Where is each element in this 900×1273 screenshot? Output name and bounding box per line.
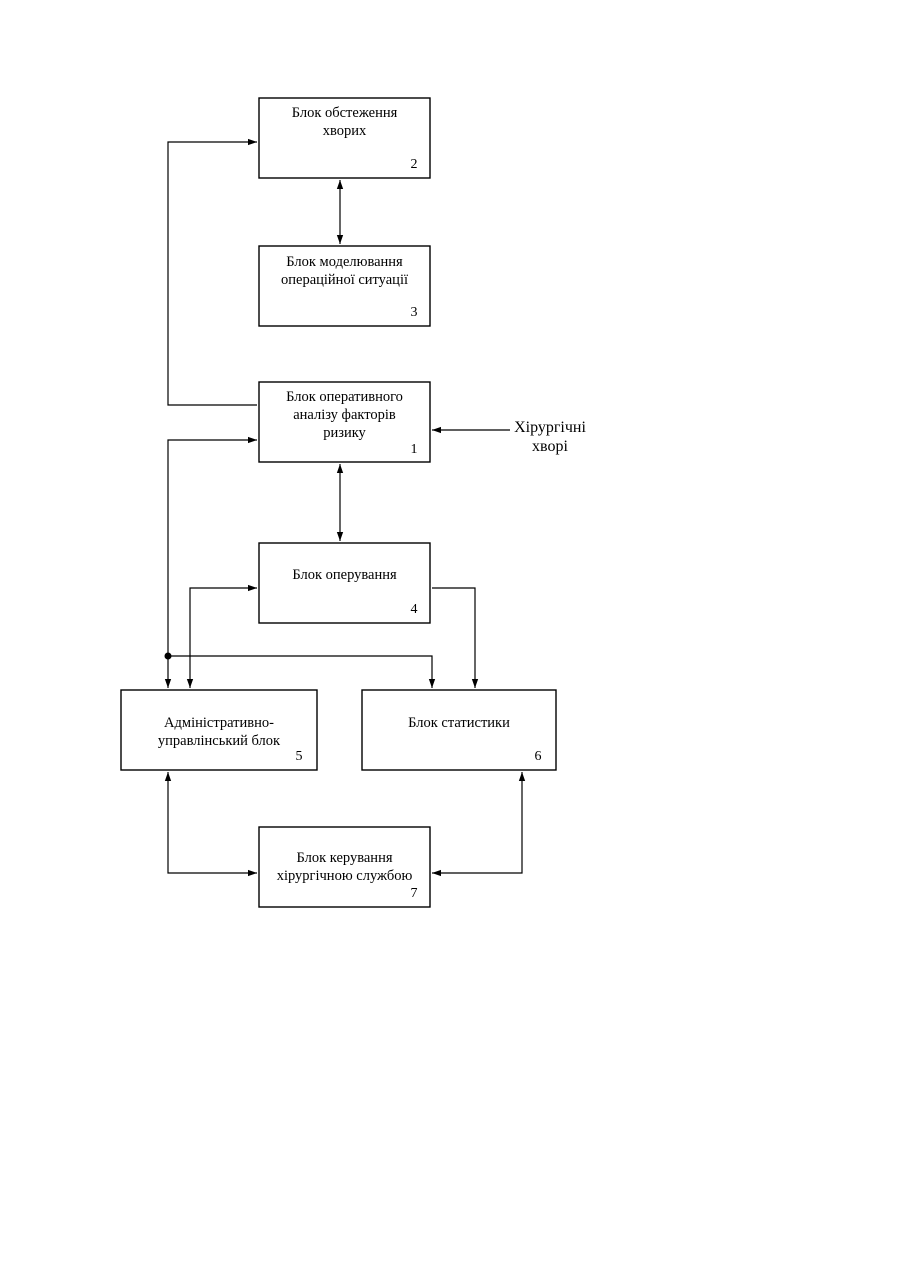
block-7-label-line1: Блок керування — [297, 850, 393, 866]
block-2-label-line2: хворих — [323, 123, 367, 139]
block-4-label-line1: Блок оперування — [292, 567, 397, 583]
arrow-bus-to-block1 — [168, 440, 257, 656]
block-operation-modeling: Блок моделювання операційної ситуації 3 — [259, 246, 430, 326]
block-patient-examination: Блок обстеження хворих 2 — [259, 98, 430, 178]
block-7-label-line2: хірургічною службою — [277, 868, 413, 884]
block-4-number: 4 — [411, 602, 418, 617]
block-5-label-line2: управлінський блок — [158, 733, 281, 749]
block-7-number: 7 — [411, 886, 418, 901]
external-input-label: Хірургічні хворі — [514, 419, 586, 455]
block-operating: Блок оперування 4 — [259, 543, 430, 623]
external-input-line2: хворі — [532, 438, 568, 455]
block-administrative: Адміністративно- управлінський блок 5 — [121, 690, 317, 770]
junction-dot — [165, 653, 172, 660]
block-5-number: 5 — [296, 749, 303, 764]
block-3-label-line1: Блок моделювання — [286, 254, 403, 270]
arrow-bus-to-block6 — [168, 656, 432, 688]
block-2-label-line1: Блок обстеження — [292, 105, 398, 121]
block-surgical-service-control: Блок керування хірургічною службою 7 — [259, 827, 430, 907]
block-1-label-line1: Блок оперативного — [286, 389, 403, 405]
block-statistics: Блок статистики 6 — [362, 690, 556, 770]
block-1-label-line2: аналізу факторів — [293, 407, 396, 423]
external-input-line1: Хірургічні — [514, 419, 586, 436]
arrow-block5-block7 — [168, 772, 257, 873]
arrow-block6-block7 — [432, 772, 522, 873]
arrow-block4-to-block6 — [432, 588, 475, 688]
block-6-number: 6 — [535, 749, 542, 764]
block-3-number: 3 — [411, 305, 418, 320]
block-risk-analysis: Блок оперативного аналізу факторів ризик… — [259, 382, 430, 462]
block-6-label-line1: Блок статистики — [408, 715, 510, 731]
block-5-label-line1: Адміністративно- — [164, 715, 274, 731]
block-3-label-line2: операційної ситуації — [281, 272, 408, 288]
block-2-number: 2 — [411, 157, 418, 172]
block-1-label-line3: ризику — [323, 425, 366, 441]
arrow-block1-to-block2-feedback — [168, 142, 257, 405]
arrow-block5-block4 — [190, 588, 257, 688]
block-1-number: 1 — [411, 442, 418, 457]
